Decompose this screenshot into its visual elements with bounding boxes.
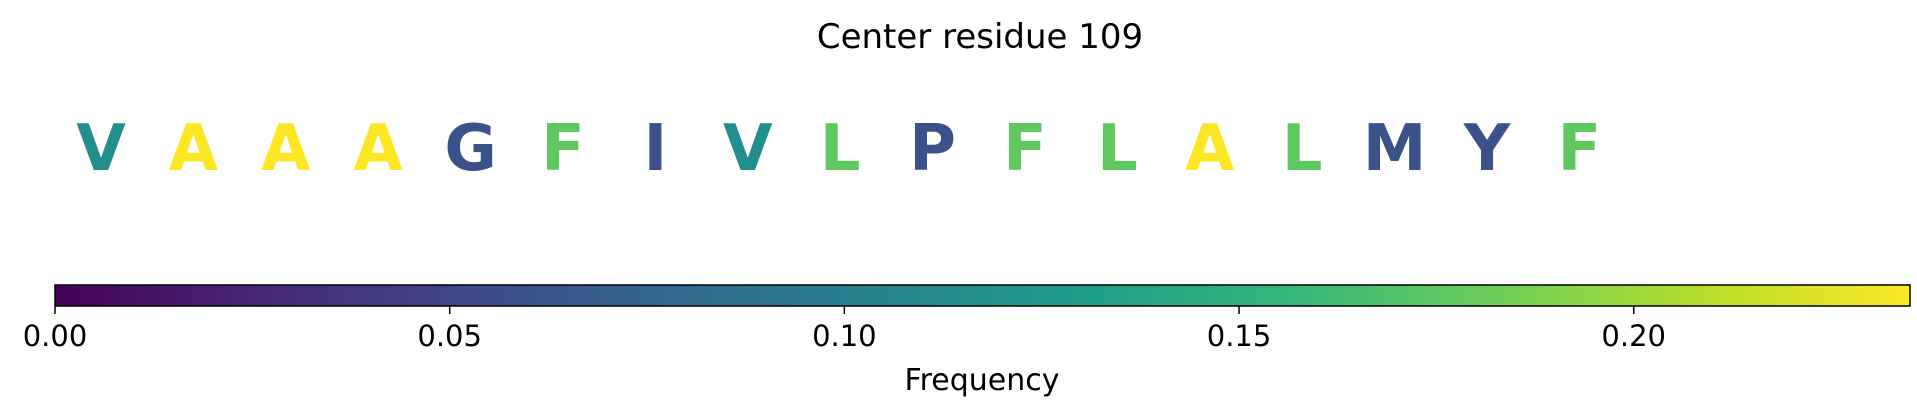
- colorbar-tick-label: 0.15: [1207, 319, 1272, 353]
- residue-letter: A: [169, 112, 219, 186]
- residue-letter: L: [820, 112, 861, 186]
- residue-letter: G: [444, 112, 497, 186]
- colorbar-tick-label: 0.00: [23, 319, 88, 353]
- colorbar-frame: [54, 284, 1911, 307]
- chart-title: Center residue 109: [817, 17, 1143, 57]
- colorbar-label: Frequency: [905, 363, 1060, 398]
- colorbar-tick-label: 0.05: [417, 319, 482, 353]
- residue-letter: V: [723, 112, 773, 186]
- residue-letter: F: [1003, 112, 1047, 186]
- colorbar-ticks: 0.00 0.05 0.10 0.15 0.20: [23, 306, 1666, 353]
- residue-letter: V: [76, 112, 126, 186]
- residue-letter: I: [643, 112, 667, 186]
- residue-letter: A: [1185, 112, 1235, 186]
- colorbar-tick-label: 0.10: [812, 319, 877, 353]
- residue-letter: F: [541, 112, 585, 186]
- residue-letter: M: [1363, 112, 1427, 186]
- residue-letter: A: [261, 112, 311, 186]
- residue-letter: A: [353, 112, 403, 186]
- residue-letter: L: [1097, 112, 1138, 186]
- residue-letter: L: [1282, 112, 1323, 186]
- residue-letter: F: [1558, 112, 1602, 186]
- colorbar-gradient: [55, 285, 1910, 306]
- residue-letter: P: [909, 112, 956, 186]
- colorbar: 0.00 0.05 0.10 0.15 0.20 Frequency: [23, 284, 1911, 398]
- residue-letter: Y: [1463, 112, 1511, 186]
- colorbar-tick-label: 0.20: [1601, 319, 1666, 353]
